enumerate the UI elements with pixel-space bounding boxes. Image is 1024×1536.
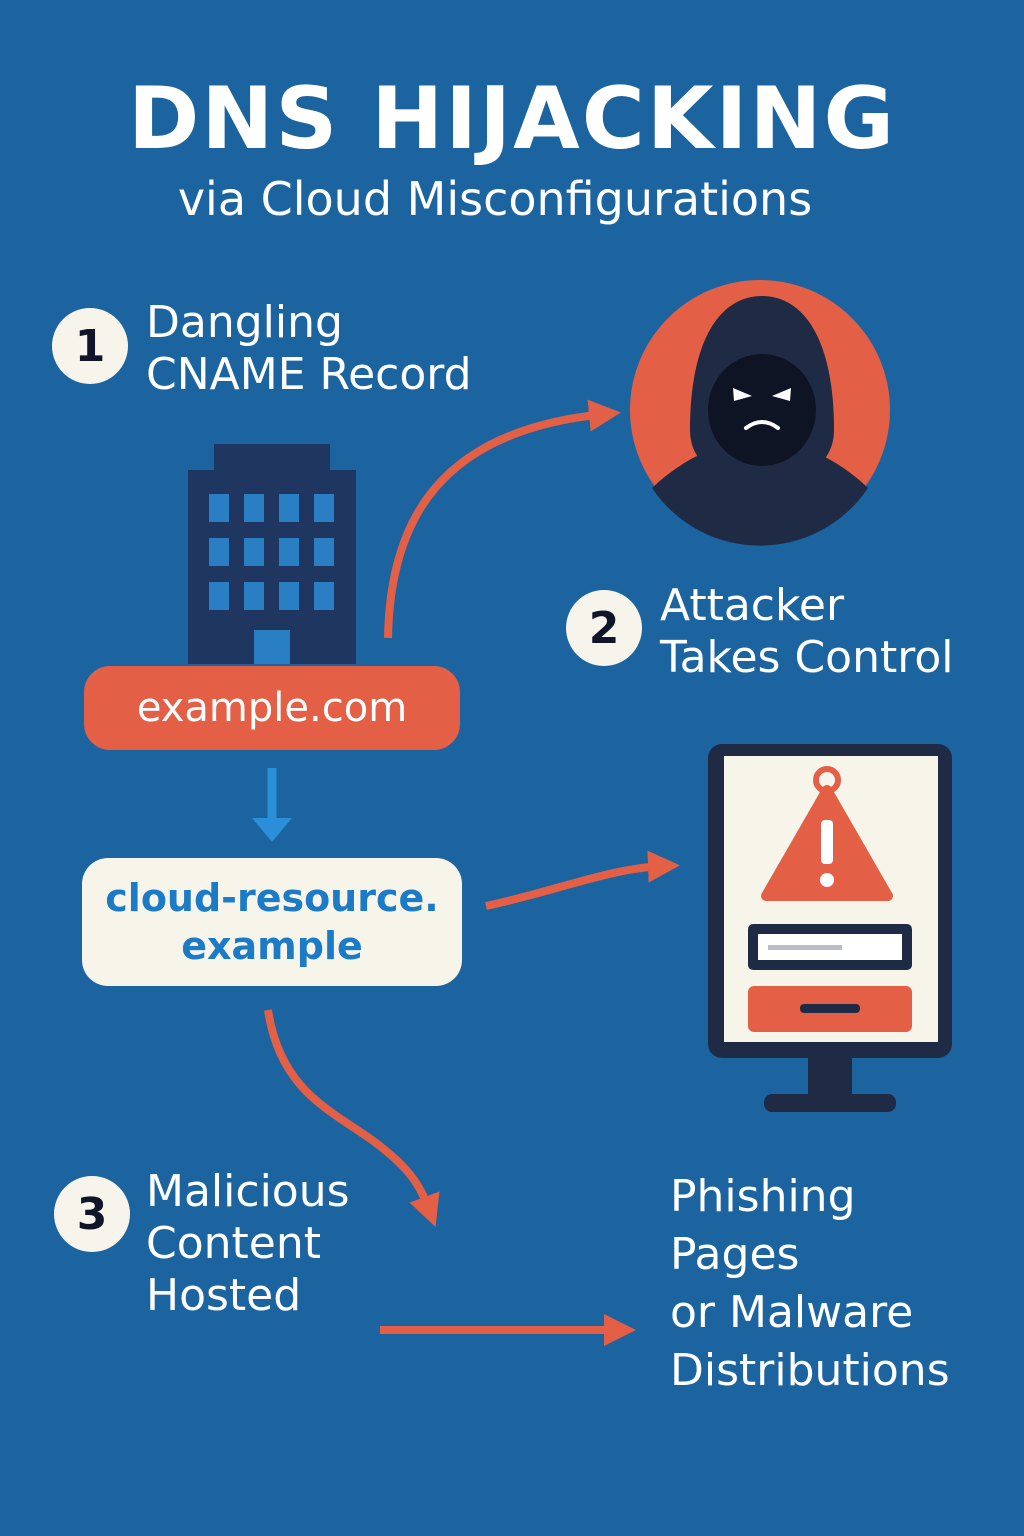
step-2-label: Attacker Takes Control bbox=[660, 580, 954, 683]
page-subtitle: via Cloud Misconfigurations bbox=[177, 172, 813, 226]
hooded-hacker-icon bbox=[630, 280, 890, 546]
domain-node: example.com bbox=[84, 666, 460, 750]
office-building-icon bbox=[188, 444, 356, 664]
step-2-badge: 2 bbox=[566, 590, 642, 666]
arrow-to-attacker bbox=[384, 399, 621, 639]
arrow-down-to-cloud bbox=[252, 768, 292, 842]
step-1-badge: 1 bbox=[52, 308, 128, 384]
outcome-label: Phishing Pages or Malware Distributions bbox=[670, 1171, 950, 1396]
arrow-to-monitor bbox=[485, 850, 680, 910]
step-3-label: Malicious Content Hosted bbox=[146, 1166, 350, 1321]
phishing-monitor-icon bbox=[708, 744, 952, 1112]
cloud-resource-node: cloud-resource. example bbox=[82, 858, 462, 986]
step-1-label: Dangling CNAME Record bbox=[146, 297, 472, 400]
page-title: DNS HIJACKING bbox=[127, 69, 897, 169]
arrow-to-malicious-content bbox=[264, 1009, 440, 1228]
step-3-badge: 3 bbox=[54, 1176, 130, 1252]
